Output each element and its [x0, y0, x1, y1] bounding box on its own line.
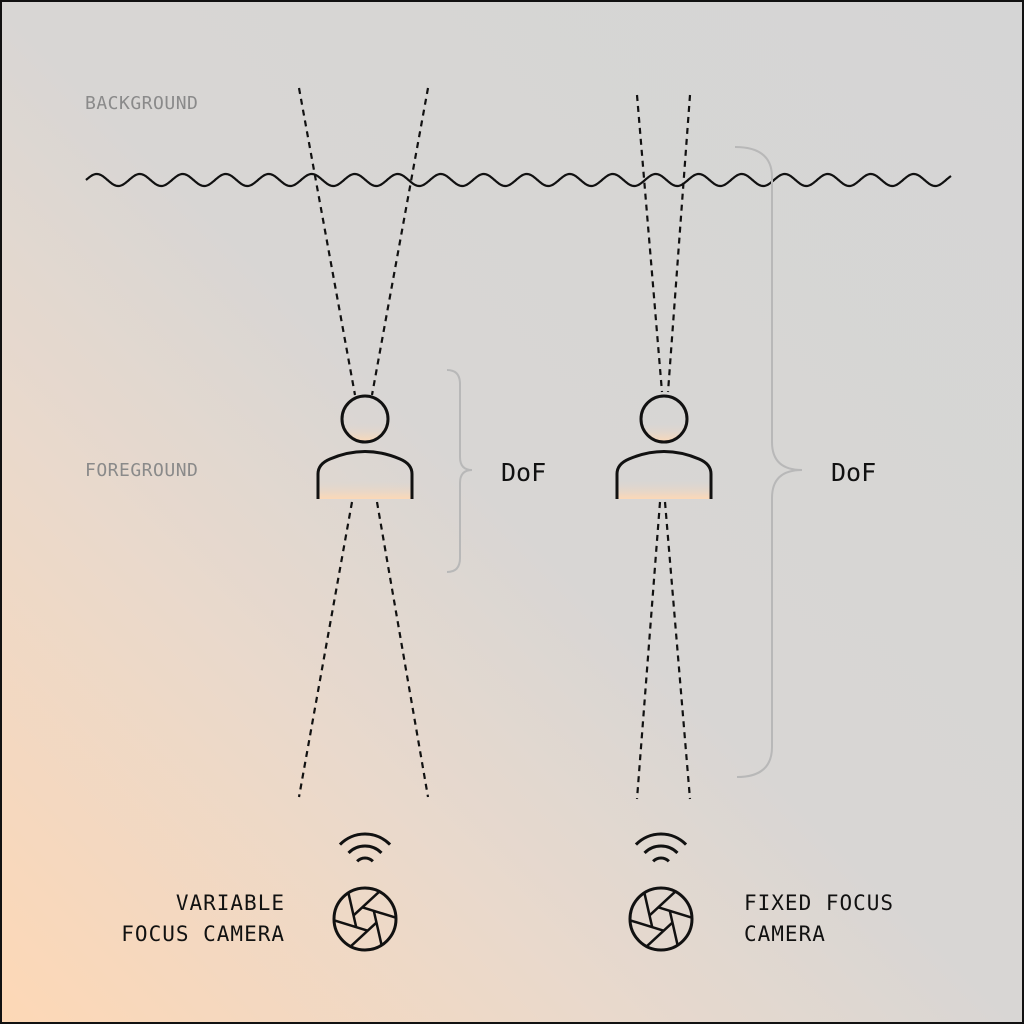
person-head [639, 394, 689, 444]
aperture-circle [628, 886, 694, 952]
sight-line [666, 94, 692, 393]
aperture-blade [333, 919, 369, 932]
aperture-blade [347, 892, 358, 928]
person-icon [615, 394, 713, 499]
aperture-blade [372, 910, 383, 946]
aperture-blade [352, 890, 381, 917]
wifi-arc [643, 844, 679, 855]
aperture-blade [629, 919, 665, 932]
aperture-blade [645, 921, 674, 948]
wifi-arc [634, 832, 688, 846]
wifi-arc [356, 856, 374, 863]
sight-line [370, 87, 430, 396]
person-head [340, 394, 390, 444]
sight-line [297, 87, 357, 396]
dof-brace-large [734, 146, 803, 778]
wifi-arc [347, 844, 383, 855]
camera-icon [628, 832, 694, 952]
aperture-blade [643, 892, 654, 928]
person-body-fill [617, 451, 711, 499]
background-wave-line [85, 172, 952, 188]
dof-label-right: DoF [831, 458, 877, 487]
person-icon [316, 394, 414, 499]
person-body [615, 450, 713, 499]
aperture-blade [648, 890, 677, 917]
aperture-circle [332, 886, 398, 952]
aperture-blade [657, 906, 693, 919]
person-body-fill [318, 451, 412, 499]
fixed-focus-camera-label: FIXED FOCUS CAMERA [744, 891, 895, 946]
sight-line [635, 94, 664, 393]
sight-line [375, 501, 430, 798]
sight-line [635, 501, 662, 800]
sight-line [297, 501, 354, 798]
foreground-label: FOREGROUND [85, 460, 199, 481]
dof-label-left: DoF [501, 458, 547, 487]
person-body [316, 450, 414, 499]
aperture-blade [361, 906, 397, 919]
wifi-arc [338, 832, 392, 846]
aperture-blade [668, 910, 679, 946]
wifi-arc [652, 856, 670, 863]
aperture-blade [349, 921, 378, 948]
sight-line [663, 501, 692, 800]
dof-brace-small [446, 369, 473, 573]
variable-focus-camera-label: VARIABLE FOCUS CAMERA [121, 891, 285, 946]
background-label: BACKGROUND [85, 93, 199, 114]
camera-icon [332, 832, 398, 952]
